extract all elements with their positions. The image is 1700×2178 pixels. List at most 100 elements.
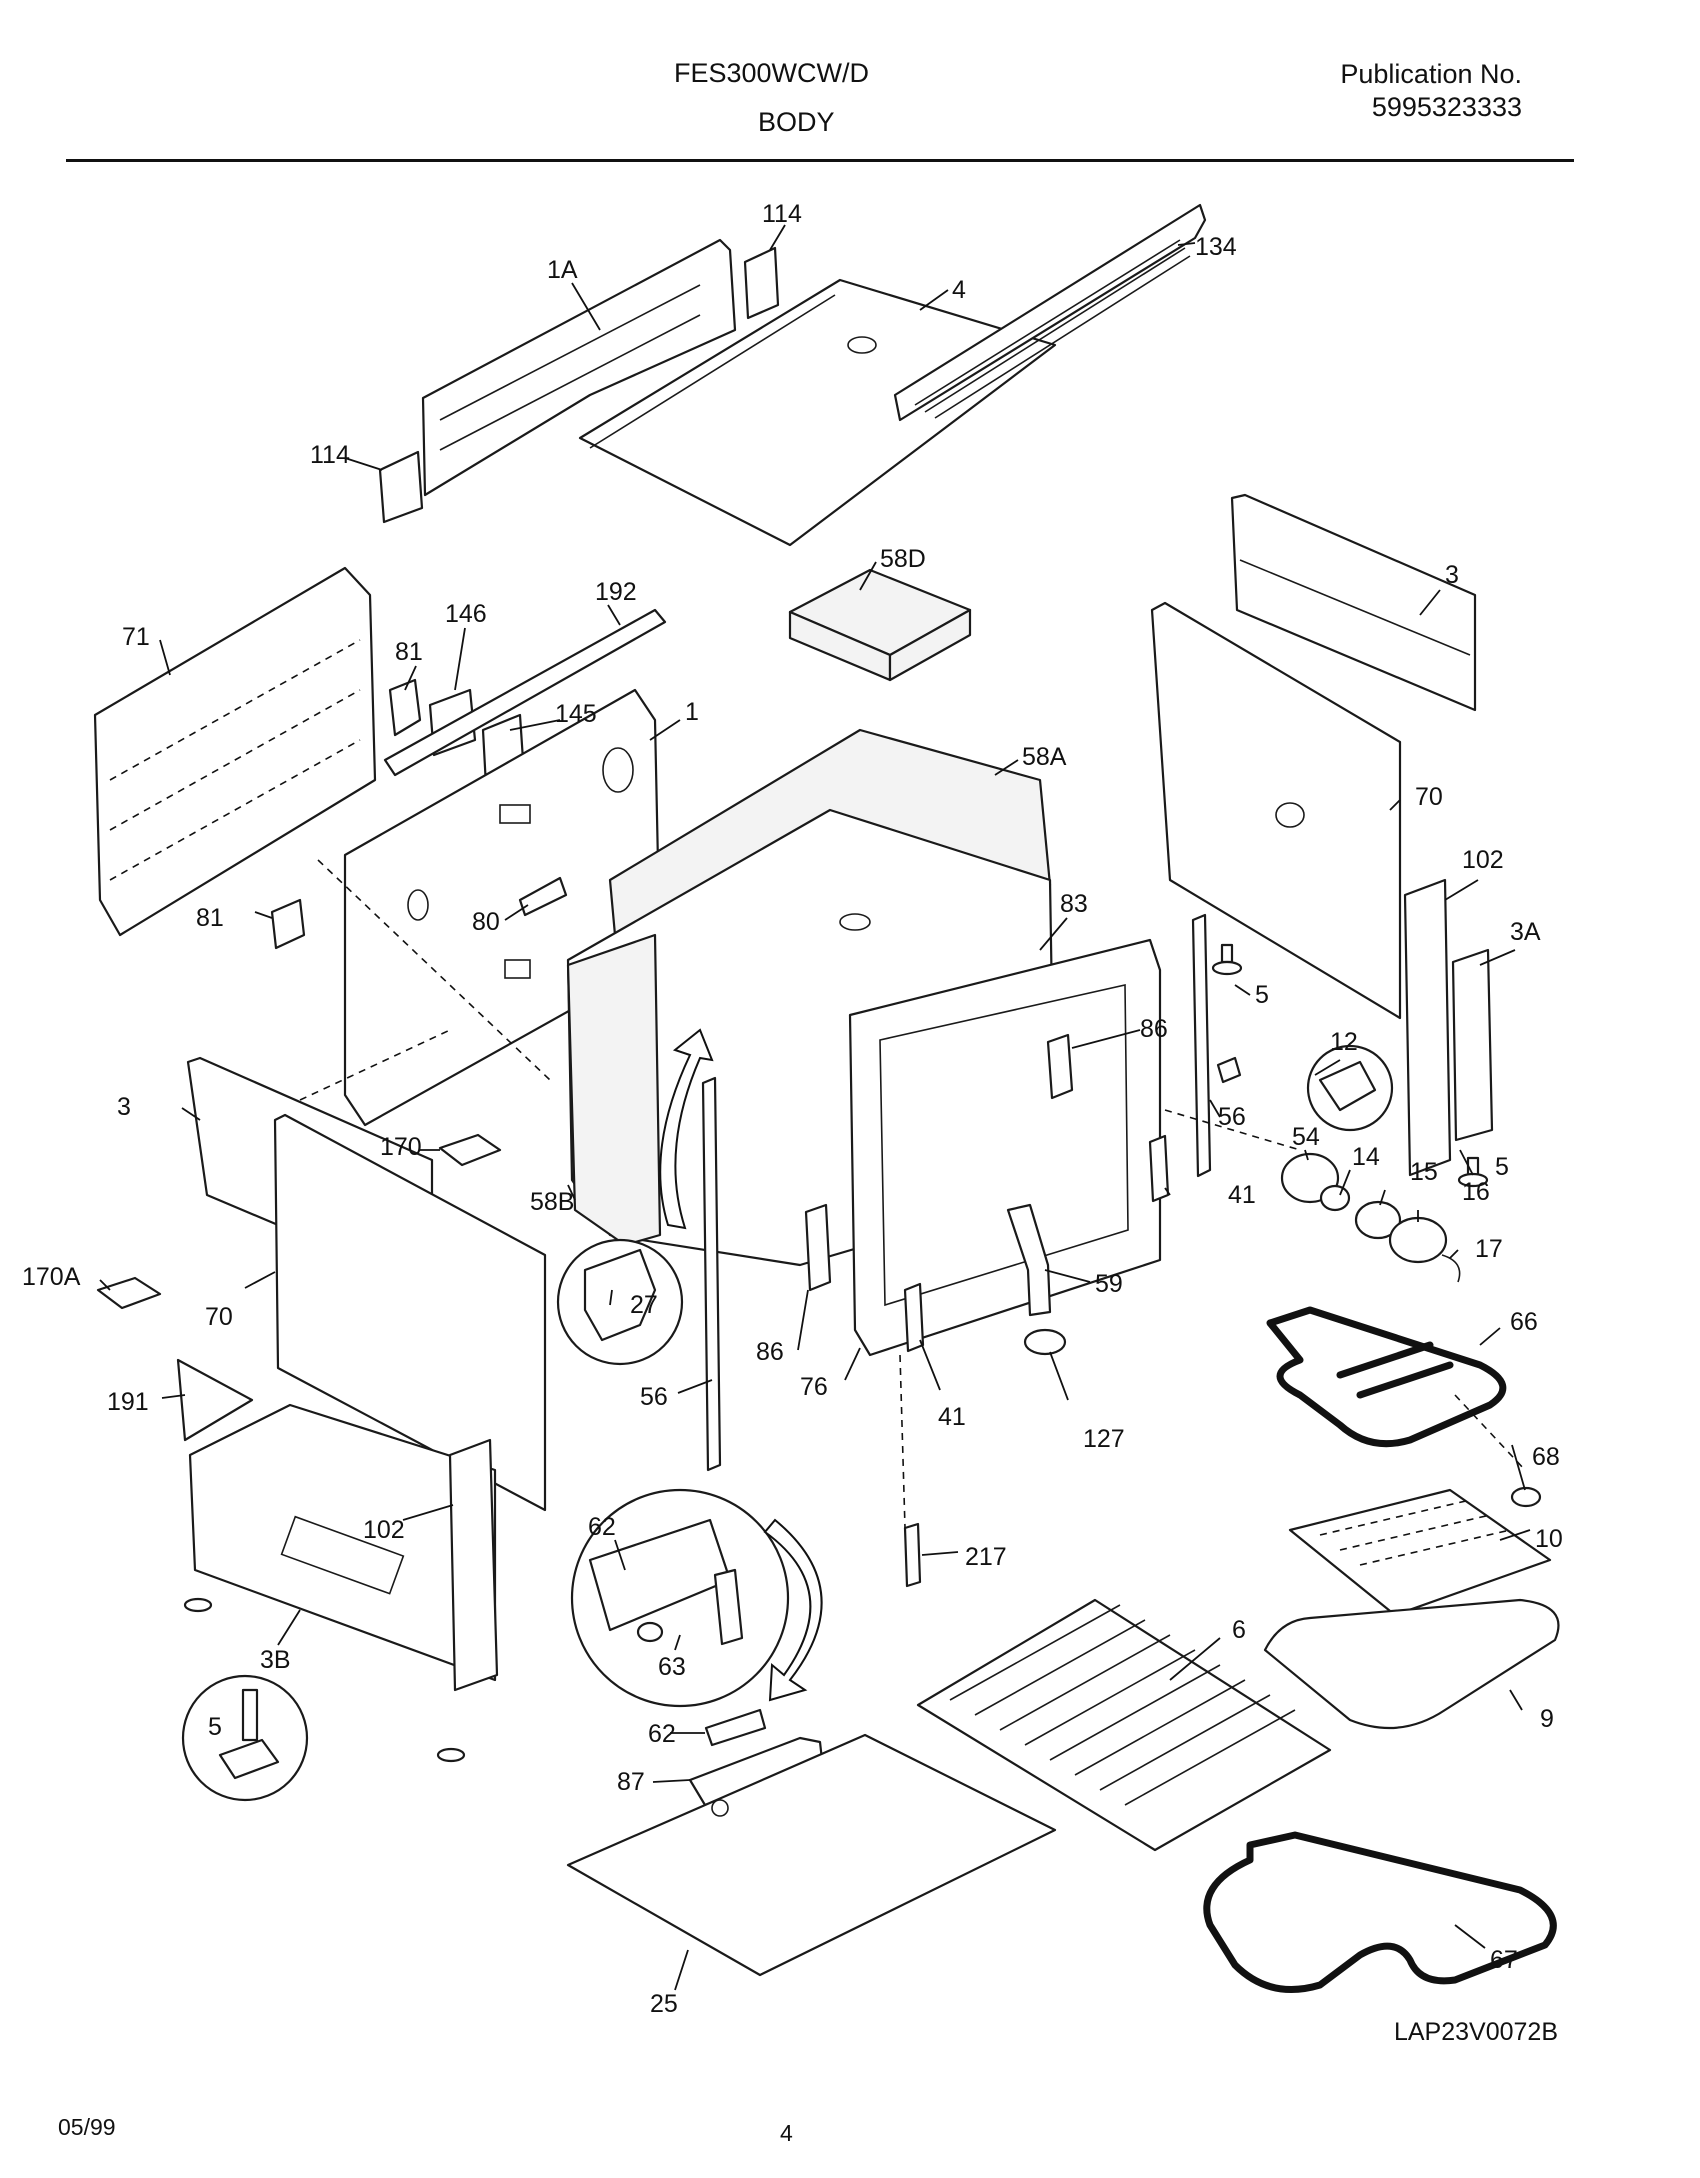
callout-81-top: 81: [395, 638, 423, 666]
callout-102-right: 102: [1462, 846, 1504, 874]
callout-71: 71: [122, 623, 150, 651]
part-127-vent-base: [1023, 1328, 1067, 1356]
callout-5-right-top: 5: [1255, 981, 1269, 1009]
part-25-bottom-panel: [566, 1733, 1057, 1977]
part-80-bracket: [518, 876, 568, 917]
part-4-top-panel: [578, 278, 1057, 547]
callout-56-left: 56: [640, 1383, 668, 1411]
callout-41-right: 41: [1228, 1181, 1256, 1209]
callout-6: 6: [1232, 1616, 1246, 1644]
publication-number: 5995323333: [1371, 92, 1522, 122]
callout-67: 67: [1490, 1946, 1518, 1974]
part-70-left-side-panel: [273, 1113, 547, 1512]
callout-3-top: 3: [1445, 561, 1459, 589]
part-15-bulb: [1354, 1200, 1402, 1240]
part-81-clip: [270, 678, 422, 950]
callout-192: 192: [595, 578, 637, 606]
part-10-bake-cover: [1288, 1488, 1552, 1617]
part-62-63-detail: [570, 1488, 823, 1708]
page-number: 4: [780, 2120, 793, 2146]
callout-127: 127: [1083, 1425, 1125, 1453]
callout-1A: 1A: [547, 256, 578, 284]
part-170-clip: [438, 1133, 502, 1167]
part-56-gasket-strip: [701, 913, 1212, 1472]
part-102-left-bracket: [448, 1438, 499, 1692]
callout-66: 66: [1510, 1308, 1538, 1336]
callout-83: 83: [1060, 890, 1088, 918]
callout-58A: 58A: [1022, 743, 1067, 771]
callout-labels: 114 114 1A 4 134 58D 71 81 146 192 145 1…: [22, 200, 1563, 2018]
callout-70-right: 70: [1415, 783, 1443, 811]
part-86-hinge-receptacle: [804, 1033, 1074, 1292]
callout-70-left: 70: [205, 1303, 233, 1331]
callout-217: 217: [965, 1543, 1007, 1571]
part-71-side-panel: [93, 566, 377, 937]
part-9-bake-pan: [1263, 1598, 1560, 1730]
part-217-strip: [903, 1522, 922, 1588]
part-134-vent-trim: [893, 203, 1207, 422]
part-14-lamp-ring: [1319, 1184, 1351, 1212]
callout-9: 9: [1540, 1705, 1554, 1733]
part-58D-insulation-block: [788, 568, 972, 682]
part-3-top-right-panel: [1230, 493, 1477, 712]
callout-59: 59: [1095, 1270, 1123, 1298]
callout-3-left: 3: [117, 1093, 131, 1121]
callout-87: 87: [617, 1768, 645, 1796]
part-17-wire-clip: [1441, 1254, 1461, 1283]
callout-4: 4: [952, 276, 966, 304]
part-191-bracket: [176, 1358, 254, 1442]
callout-58D: 58D: [880, 545, 926, 573]
part-192-rod: [383, 608, 667, 777]
part-87-bracket: [688, 1736, 824, 1807]
callout-86-left: 86: [756, 1338, 784, 1366]
callout-145: 145: [555, 700, 597, 728]
part-6-oven-rack: [916, 1598, 1332, 1852]
callout-5-left: 5: [208, 1713, 222, 1741]
part-67-bake-element: [1203, 1831, 1557, 1993]
callout-114-left: 114: [310, 441, 350, 469]
callout-170A: 170A: [22, 1263, 81, 1291]
section-title: BODY: [758, 107, 835, 137]
part-62-burner-strip: [704, 1708, 767, 1747]
callout-146: 146: [445, 600, 487, 628]
header-rule: [66, 159, 1574, 162]
part-58B-insulation-side: [566, 933, 662, 1247]
part-5-leveler: [1211, 943, 1489, 1188]
callout-27: 27: [630, 1291, 658, 1319]
part-5-leveler-left: [181, 1597, 466, 1802]
callout-1: 1: [685, 698, 699, 726]
callout-25: 25: [650, 1990, 678, 2018]
part-41-latch-plate: [903, 1134, 1170, 1353]
callout-102-left: 102: [363, 1516, 405, 1544]
callout-68: 68: [1532, 1443, 1560, 1471]
callout-58B: 58B: [530, 1188, 574, 1216]
callout-63: 63: [658, 1653, 686, 1681]
part-1A-rear-panel-top: [421, 238, 737, 497]
callout-62-strip: 62: [648, 1720, 676, 1748]
callout-16: 16: [1462, 1178, 1490, 1206]
callout-54: 54: [1292, 1123, 1320, 1151]
callout-3A: 3A: [1510, 918, 1541, 946]
print-date: 05/99: [58, 2114, 116, 2140]
callout-15: 15: [1410, 1158, 1438, 1186]
callout-12: 12: [1330, 1028, 1358, 1056]
callout-80: 80: [472, 908, 500, 936]
part-102-right-bracket: [1403, 878, 1452, 1177]
callout-10: 10: [1535, 1525, 1563, 1553]
callout-170: 170: [380, 1133, 422, 1161]
callout-5-right-bottom: 5: [1495, 1153, 1509, 1181]
model-number: FES300WCW/D: [674, 58, 870, 88]
part-27-detail: [556, 1028, 714, 1366]
part-16-lamp-cover: [1388, 1216, 1448, 1264]
part-76-front-frame: [848, 938, 1162, 1357]
callout-56-right: 56: [1218, 1103, 1246, 1131]
callout-41-left: 41: [938, 1403, 966, 1431]
part-66-broil-element: [1266, 1306, 1507, 1448]
callout-62-detail: 62: [588, 1513, 616, 1541]
callout-14: 14: [1352, 1143, 1380, 1171]
callout-86-right: 86: [1140, 1015, 1168, 1043]
part-170A-clip: [96, 1276, 162, 1310]
part-68-clip: [1510, 1486, 1542, 1508]
part-59-vent-tube: [1006, 1203, 1052, 1317]
